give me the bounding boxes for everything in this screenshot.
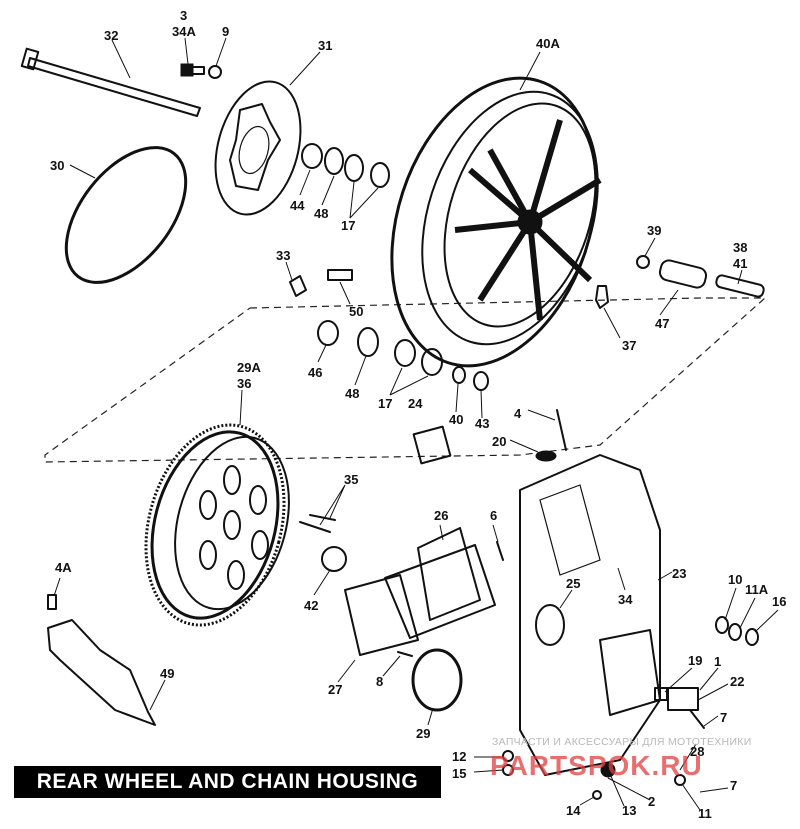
callout-10: 10 (728, 572, 742, 587)
callout-16: 16 (772, 594, 786, 609)
callout-30: 30 (50, 158, 64, 173)
callout-2: 2 (648, 794, 655, 809)
rear-wheel (390, 76, 602, 368)
bolt-washer (180, 63, 222, 79)
callout-1: 1 (714, 654, 721, 669)
callout-labels: 3 34A 9 32 31 40A 30 44 48 17 39 38 41 3… (50, 8, 786, 821)
callout-31: 31 (318, 38, 332, 53)
axle (20, 47, 201, 117)
callout-34a: 34A (172, 24, 196, 39)
callout-12: 12 (452, 749, 466, 764)
callout-32: 32 (104, 28, 118, 43)
brake-disc (214, 80, 302, 216)
callout-40a: 40A (536, 36, 560, 51)
spacer-bearings-top (301, 143, 390, 188)
callout-11: 11 (698, 806, 712, 821)
callout-42: 42 (304, 598, 318, 613)
rear-sprocket (144, 423, 290, 627)
small-hardware (715, 616, 759, 646)
o-ring (64, 146, 188, 284)
dashed-group-outline (44, 297, 767, 463)
callout-50: 50 (349, 304, 363, 319)
callout-9: 9 (222, 24, 229, 39)
callout-34: 34 (618, 592, 633, 607)
watermark-logo-text: PARTSPOK.RU (490, 750, 703, 781)
callout-4a: 4A (55, 560, 72, 575)
callout-48-top: 48 (314, 206, 328, 221)
cap (289, 275, 307, 297)
callout-49: 49 (160, 666, 174, 681)
callout-47: 47 (655, 316, 669, 331)
callout-22: 22 (730, 674, 744, 689)
callout-7-upper: 7 (720, 710, 727, 725)
callout-6: 6 (490, 508, 497, 523)
chain-housing-rear (519, 454, 661, 776)
diagram-title: REAR WHEEL AND CHAIN HOUSING (36, 770, 419, 793)
seal-ring (411, 648, 463, 712)
callout-23: 23 (672, 566, 686, 581)
chain-guard (47, 619, 156, 726)
callout-40: 40 (449, 412, 463, 427)
axle-right-parts (595, 255, 765, 309)
leader-lines (53, 37, 779, 811)
diagram-title-banner: REAR WHEEL AND CHAIN HOUSING (14, 766, 441, 798)
callout-17-bottom: 17 (378, 396, 392, 411)
chain-housing-front (344, 527, 496, 656)
callout-11a: 11A (745, 582, 769, 597)
callout-20: 20 (492, 434, 506, 449)
callout-48-bottom: 48 (345, 386, 359, 401)
screw (496, 541, 504, 561)
callout-24: 24 (408, 396, 423, 411)
callout-37: 37 (622, 338, 636, 353)
callout-8: 8 (376, 674, 383, 689)
callout-29a: 29A (237, 360, 261, 375)
callout-7-lower: 7 (730, 778, 737, 793)
callout-15: 15 (452, 766, 466, 781)
callout-38: 38 (733, 240, 747, 255)
callout-29: 29 (416, 726, 430, 741)
label-plate (412, 425, 452, 465)
callout-36: 36 (237, 376, 251, 391)
callout-44: 44 (290, 198, 305, 213)
callout-25: 25 (566, 576, 580, 591)
callout-19: 19 (688, 653, 702, 668)
sprocket-bolts (299, 514, 336, 533)
callout-14: 14 (566, 803, 581, 818)
callout-26: 26 (434, 508, 448, 523)
callout-28: 28 (690, 744, 704, 759)
callout-41: 41 (733, 256, 747, 271)
callout-35: 35 (344, 472, 358, 487)
callout-4: 4 (514, 406, 522, 421)
bolt-4a (47, 594, 57, 610)
callout-3: 3 (180, 8, 187, 23)
callout-33: 33 (276, 248, 290, 263)
clip (327, 269, 353, 281)
spacer-bearings-bottom (317, 320, 489, 391)
adjuster-parts (654, 687, 705, 729)
bolt-and-cap (535, 409, 567, 462)
callout-17-top: 17 (341, 218, 355, 233)
callout-13: 13 (622, 803, 636, 818)
watermark-tagline: ЗАПЧАСТИ И АКСЕССУАРЫ ДЛЯ МОТОТЕХНИКИ (492, 736, 752, 748)
callout-46: 46 (308, 365, 322, 380)
sprocket-spacer (321, 546, 347, 572)
callout-39: 39 (647, 223, 661, 238)
callout-27: 27 (328, 682, 342, 697)
bolt-8 (397, 651, 413, 657)
callout-43: 43 (475, 416, 489, 431)
